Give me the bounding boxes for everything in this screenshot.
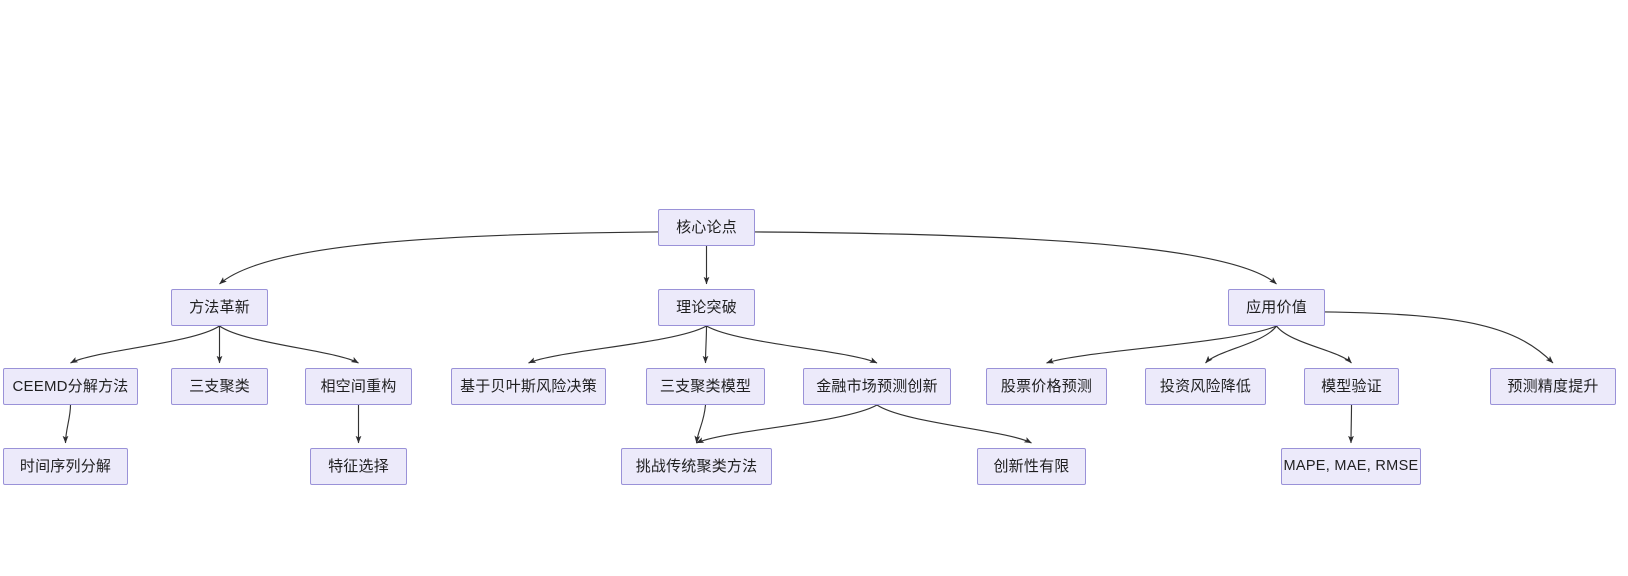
flow-node-label: 时间序列分解 <box>19 458 112 475</box>
flow-node-label: 金融市场预测创新 <box>816 378 938 395</box>
flow-node-l3e[interactable]: MAPE, MAE, RMSE <box>1281 448 1421 485</box>
flow-node-l2i[interactable]: 模型验证 <box>1304 368 1399 405</box>
flow-node-l2e[interactable]: 三支聚类模型 <box>646 368 765 405</box>
flow-node-l1b[interactable]: 理论突破 <box>658 289 755 326</box>
flow-node-l3b[interactable]: 特征选择 <box>310 448 407 485</box>
flow-node-l2b[interactable]: 三支聚类 <box>171 368 268 405</box>
flow-node-l1c[interactable]: 应用价值 <box>1228 289 1325 326</box>
flow-node-l3d[interactable]: 创新性有限 <box>977 448 1086 485</box>
flow-node-label: 特征选择 <box>328 458 389 475</box>
flow-node-l2j[interactable]: 预测精度提升 <box>1490 368 1616 405</box>
flow-node-label: 挑战传统聚类方法 <box>635 458 758 475</box>
flow-node-l2a[interactable]: CEEMD分解方法 <box>3 368 138 405</box>
flow-node-label: 相空间重构 <box>320 378 397 395</box>
flow-node-l3a[interactable]: 时间序列分解 <box>3 448 128 485</box>
flow-node-label: 应用价值 <box>1246 299 1307 316</box>
flow-node-l2h[interactable]: 投资风险降低 <box>1145 368 1266 405</box>
flow-node-l1a[interactable]: 方法革新 <box>171 289 268 326</box>
flow-node-label: 模型验证 <box>1321 378 1382 395</box>
flow-node-l3c[interactable]: 挑战传统聚类方法 <box>621 448 772 485</box>
flow-node-label: 投资风险降低 <box>1159 378 1252 395</box>
flow-node-l2f[interactable]: 金融市场预测创新 <box>803 368 951 405</box>
flow-node-label: 核心论点 <box>676 219 737 236</box>
flow-node-root[interactable]: 核心论点 <box>658 209 755 246</box>
flow-node-label: 理论突破 <box>676 299 737 316</box>
flow-node-label: MAPE, MAE, RMSE <box>1283 458 1419 475</box>
flow-node-l2d[interactable]: 基于贝叶斯风险决策 <box>451 368 606 405</box>
flow-node-l2c[interactable]: 相空间重构 <box>305 368 412 405</box>
flow-node-label: 基于贝叶斯风险决策 <box>460 378 597 395</box>
flow-node-label: 三支聚类模型 <box>659 378 752 395</box>
flow-node-label: 股票价格预测 <box>1000 378 1093 395</box>
flow-node-label: 预测精度提升 <box>1507 378 1599 395</box>
flow-node-label: CEEMD分解方法 <box>12 378 129 395</box>
flow-node-label: 创新性有限 <box>993 458 1070 475</box>
flow-node-label: 三支聚类 <box>189 378 250 395</box>
flow-node-label: 方法革新 <box>189 299 250 316</box>
flow-node-l2g[interactable]: 股票价格预测 <box>986 368 1107 405</box>
